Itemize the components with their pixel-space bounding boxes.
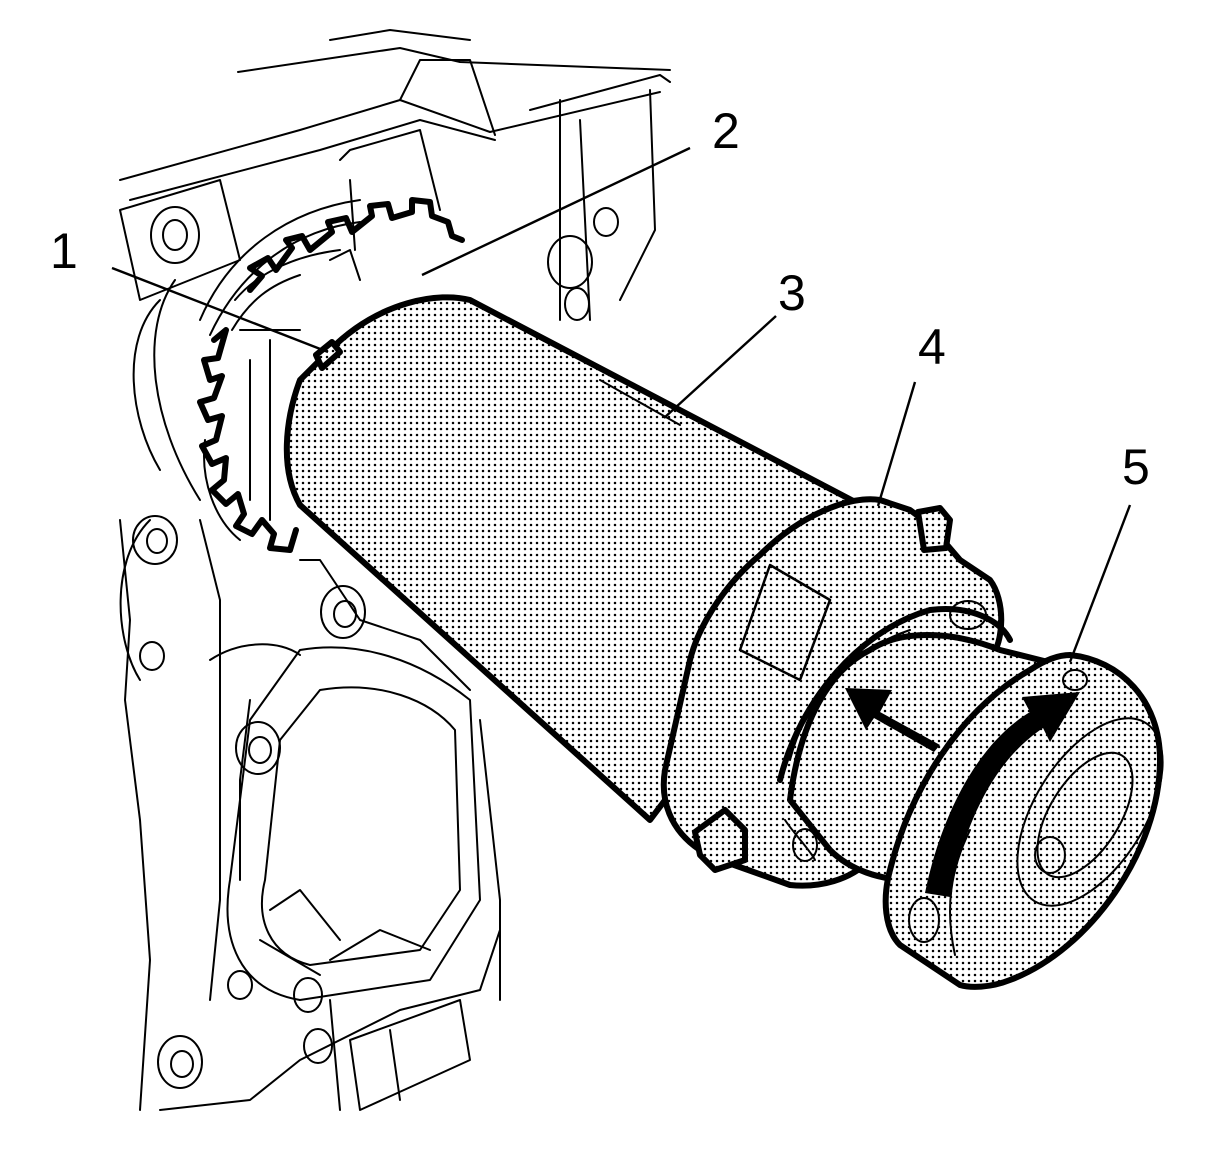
leader-line-1 [111, 266, 329, 354]
callout-4: 4 [918, 319, 946, 375]
leader-lines [111, 146, 1132, 663]
callout-5: 5 [1122, 439, 1150, 495]
push-arrow [845, 688, 940, 752]
leader-line-5 [1068, 504, 1132, 663]
rotate-arrow [925, 692, 1080, 897]
callout-2: 2 [712, 103, 740, 159]
leader-line-3 [663, 315, 777, 419]
callout-3: 3 [778, 265, 806, 321]
sprocket [197, 197, 465, 553]
tool-handle [882, 652, 1164, 990]
leader-line-4 [876, 381, 917, 507]
callout-1: 1 [50, 223, 78, 279]
leader-line-2 [421, 146, 691, 277]
callouts: 1 2 3 4 5 [50, 103, 1150, 495]
engine-block [119, 29, 671, 1111]
